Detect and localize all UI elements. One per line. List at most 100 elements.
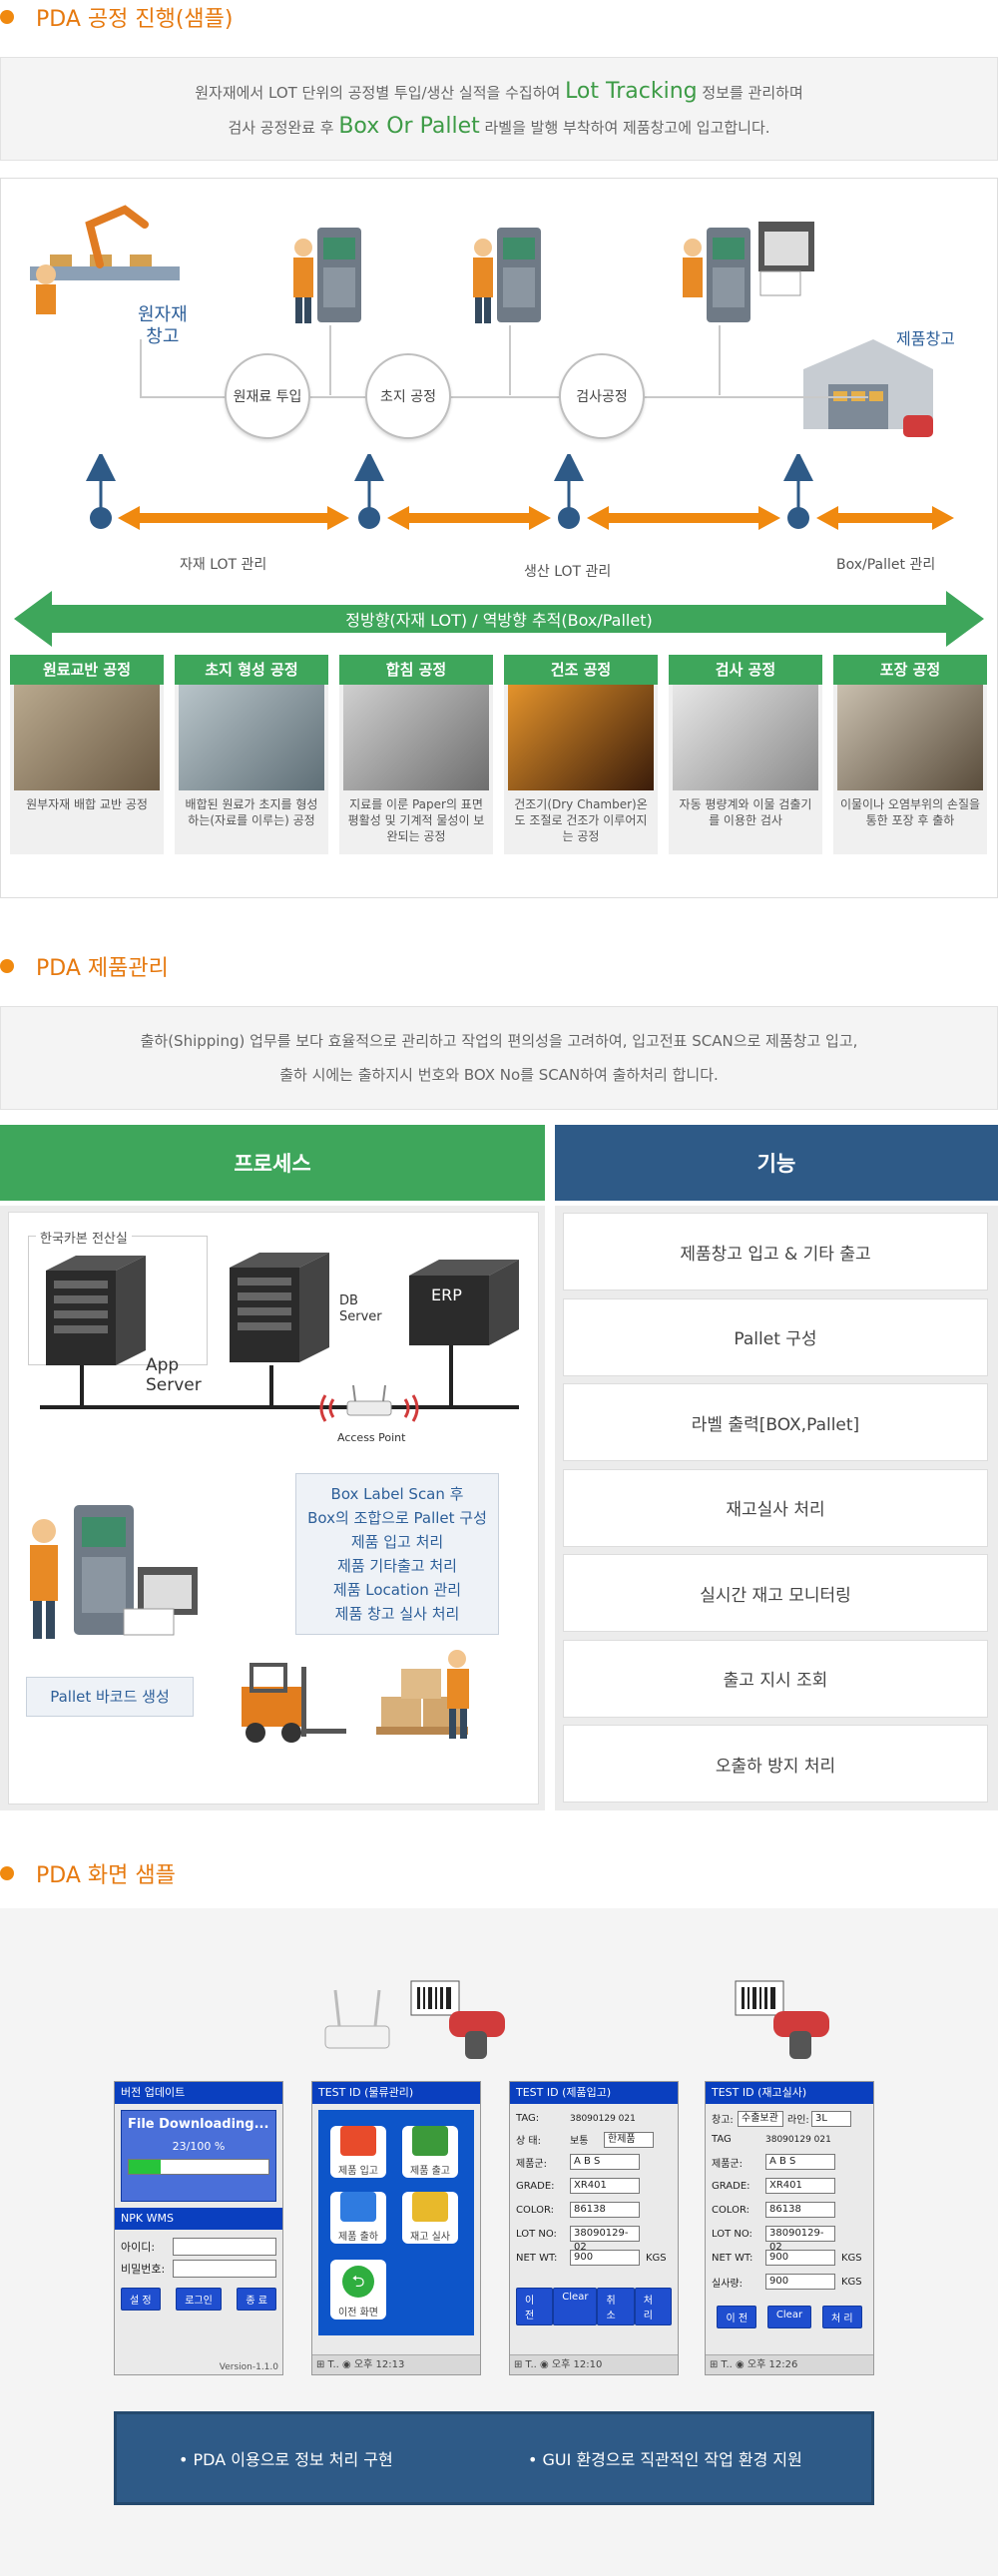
stage-desc: 이물이나 오염부위의 손질을 통한 포장 후 출하 — [839, 797, 981, 827]
line-select[interactable]: 3L — [811, 2110, 851, 2127]
pda-taskbar: ⊞ T.. ◉ 오후 12:26 — [706, 2354, 873, 2374]
server-room-label: 한국카본 전산실 — [36, 1228, 132, 1247]
stage-photo — [179, 685, 324, 790]
app-server-icon — [46, 1256, 146, 1365]
stage-title: 초지 형성 공정 — [175, 655, 328, 685]
product-intro: 출하(Shipping) 업무를 보다 효율적으로 관리하고 작업의 편의성을 … — [0, 1006, 998, 1110]
settings-button[interactable]: 설 정 — [121, 2288, 161, 2311]
outbound-icon — [412, 2126, 448, 2156]
process-button[interactable]: 처 리 — [821, 2306, 862, 2328]
login-titlebar: NPK WMS — [115, 2208, 282, 2230]
flow-node-raw-input: 원재료 투입 — [225, 353, 310, 439]
form-field[interactable]: 900 — [570, 2250, 640, 2266]
form-row: LOT NO:38090129-02 — [706, 2222, 873, 2253]
label-material-lot: 자재 LOT 관리 — [180, 557, 267, 573]
download-progress-bar — [128, 2159, 269, 2175]
clear-button[interactable]: Clear — [766, 2306, 812, 2328]
clear-button[interactable]: Clear — [553, 2288, 598, 2325]
shipping-icon — [340, 2192, 376, 2222]
stage-desc: 건조기(Dry Chamber)온도 조절로 건조가 이루어지는 공정 — [514, 797, 648, 843]
barcode-scanner-icon — [735, 1980, 829, 2059]
kiosk-icon — [473, 228, 541, 323]
process-intro: 원자재에서 LOT 단위의 공정별 투입/생산 실적을 수집하여 Lot Tra… — [0, 57, 998, 161]
login-button[interactable]: 로그인 — [176, 2288, 222, 2311]
access-point-label: Access Point — [337, 1431, 406, 1444]
trace-label: 정방향(자재 LOT) / 역방향 추적(Box/Pallet) — [345, 611, 653, 630]
form-field[interactable]: A B S — [570, 2154, 640, 2170]
form-field[interactable]: 86138 — [570, 2202, 640, 2218]
stage-title: 검사 공정 — [669, 655, 822, 685]
summary-bar: • PDA 이용으로 정보 처리 구현 • GUI 환경으로 직관적인 작업 환… — [114, 2411, 874, 2505]
network-line — [40, 1405, 519, 1409]
exit-button[interactable]: 종 료 — [237, 2288, 276, 2311]
form-field[interactable]: A B S — [765, 2154, 835, 2170]
stage-photo — [14, 685, 160, 790]
function-header: 기능 — [555, 1125, 998, 1201]
stage-title: 건조 공정 — [504, 655, 658, 685]
stage-photo — [343, 685, 489, 790]
prev-button[interactable]: 이 전 — [717, 2306, 757, 2328]
process-button[interactable]: 처 리 — [634, 2288, 672, 2325]
download-box: File Downloading... 23/100 % — [121, 2110, 276, 2202]
form-field[interactable]: 86138 — [765, 2202, 835, 2218]
label-box-pallet: Box/Pallet 관리 — [836, 557, 936, 573]
summary-bullet-1: • PDA 이용으로 정보 처리 구현 — [179, 2450, 393, 2469]
summary-bullet-2: • GUI 환경으로 직관적인 작업 환경 지원 — [528, 2450, 802, 2469]
stage-photo — [508, 685, 654, 790]
flow-node-inspection: 검사공정 — [559, 353, 645, 439]
pda-screen-menu: TEST ID (물류관리) 제품 입고 제품 출고 제품 출하 재고 실사 이… — [311, 2081, 481, 2375]
cancel-button[interactable]: 취 소 — [597, 2288, 635, 2325]
product-warehouse-icon — [803, 339, 933, 437]
form-field[interactable]: XR401 — [570, 2178, 640, 2194]
erp-label: ERP — [431, 1286, 462, 1304]
feature-item: Pallet 구성 — [563, 1297, 988, 1376]
process-header: 프로세스 — [0, 1125, 545, 1201]
feature-item: 오출하 방지 처리 — [563, 1725, 988, 1803]
pda-taskbar: ⊞ T.. ◉ 오후 12:10 — [510, 2354, 678, 2374]
stocktake-icon — [412, 2192, 448, 2222]
feature-item: 출고 지시 조회 — [563, 1639, 988, 1718]
forklift-pallet-icon — [242, 1650, 469, 1743]
inbound-icon — [340, 2126, 376, 2156]
worker-kiosk-icon — [30, 1505, 198, 1639]
wifi-router-icon — [324, 1989, 390, 2049]
db-server-icon — [230, 1253, 329, 1362]
form-field[interactable]: 900 — [765, 2274, 835, 2290]
warehouse-select[interactable]: 수출보관 — [738, 2110, 783, 2127]
stage-desc: 자동 평량계와 이물 검출기를 이용한 검사 — [679, 797, 812, 827]
feature-item: 실시간 재고 모니터링 — [563, 1554, 988, 1632]
form-row: GRADE:XR401 — [706, 2174, 873, 2198]
form-field[interactable]: 38090129-02 — [570, 2226, 640, 2253]
password-input[interactable] — [173, 2260, 276, 2278]
form-field[interactable]: 900 — [765, 2250, 835, 2266]
section-title-process: PDA 공정 진행(샘플) — [0, 2, 233, 32]
pda-titlebar: TEST ID (제품입고) — [510, 2082, 678, 2104]
kiosk-icon — [293, 228, 361, 323]
prev-button[interactable]: 이 전 — [516, 2288, 554, 2325]
erp-server-icon — [409, 1260, 519, 1345]
feature-item: 재고실사 처리 — [563, 1468, 988, 1547]
feature-item: 제품창고 입고 & 기타 출고 — [563, 1213, 988, 1290]
bullet-dot-icon — [0, 1866, 14, 1880]
bullet-dot-icon — [0, 959, 14, 973]
section-title-screens: PDA 화면 샘플 — [0, 1858, 176, 1888]
form-field[interactable]: XR401 — [765, 2178, 835, 2194]
id-input[interactable] — [173, 2238, 276, 2256]
pallet-barcode-label: Pallet 바코드 생성 — [26, 1677, 194, 1717]
product-warehouse-label: 제품창고 — [896, 329, 955, 348]
form-field[interactable]: 38090129-02 — [765, 2226, 835, 2253]
flow-node-paper-process: 초지 공정 — [365, 353, 451, 439]
form-row: 제품군:A B S — [706, 2150, 873, 2174]
status-select[interactable]: 한제품 — [604, 2131, 654, 2148]
stage-desc: 원부자재 배합 교반 공정 — [26, 797, 148, 811]
stage-photo — [837, 685, 983, 790]
